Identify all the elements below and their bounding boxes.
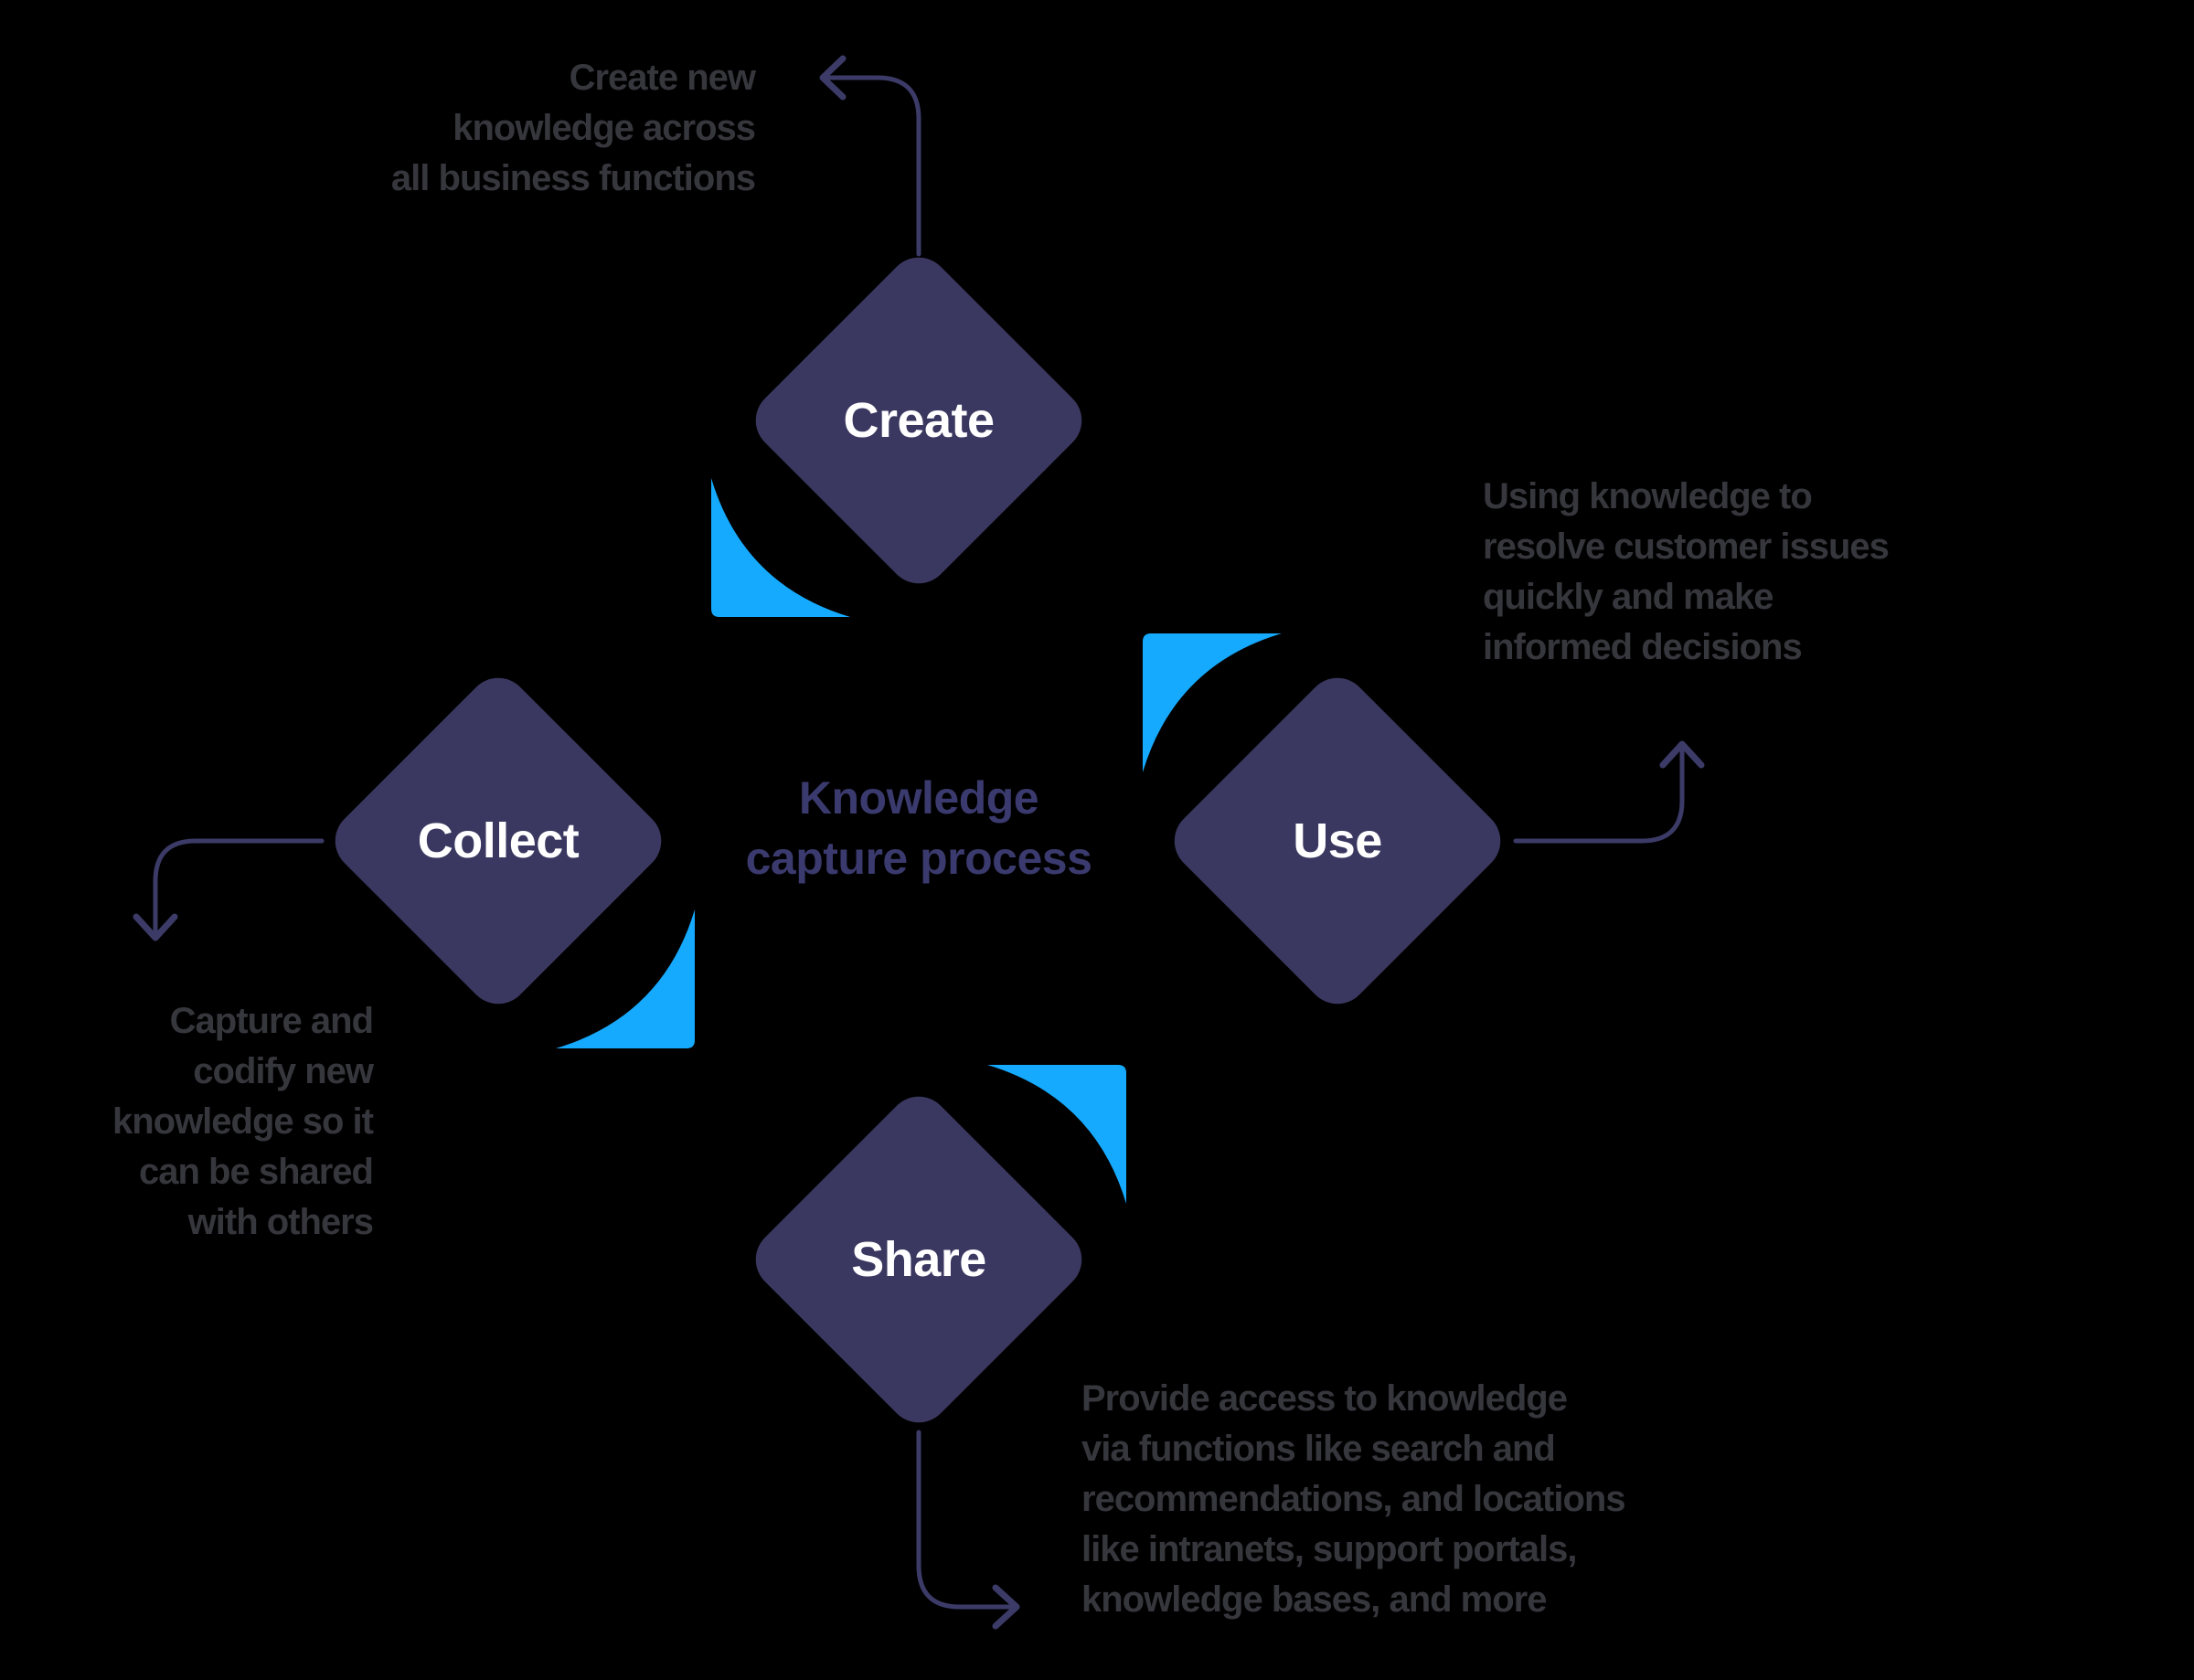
stage-create: Create: [742, 244, 1095, 597]
collect-label: Collect: [417, 813, 580, 868]
stage-use: Use: [1161, 665, 1514, 1017]
share-arrowhead-icon: [992, 1584, 1020, 1630]
create-arrow: [819, 55, 921, 257]
stage-share: Share: [742, 1083, 1095, 1436]
use-arrow: [1513, 740, 1705, 844]
collect-annotation: Capture and codify new knowledge so it c…: [112, 1001, 374, 1242]
stage-collect: Collect: [322, 665, 675, 1017]
use-arrowhead-icon: [1659, 740, 1705, 769]
diagram-title: Knowledge capture process: [745, 772, 1092, 884]
collect-arrow: [133, 838, 325, 941]
create-annotation: Create new knowledge across all business…: [390, 58, 756, 198]
share-annotation: Provide access to knowledge via function…: [1081, 1378, 1626, 1620]
create-label: Create: [843, 393, 995, 448]
use-label: Use: [1293, 813, 1382, 868]
share-label: Share: [851, 1232, 986, 1287]
create-arrowhead-icon: [819, 55, 847, 101]
collect-arrowhead-icon: [133, 913, 178, 941]
use-annotation: Using knowledge to resolve customer issu…: [1483, 476, 1890, 667]
share-arrow: [916, 1430, 1020, 1630]
